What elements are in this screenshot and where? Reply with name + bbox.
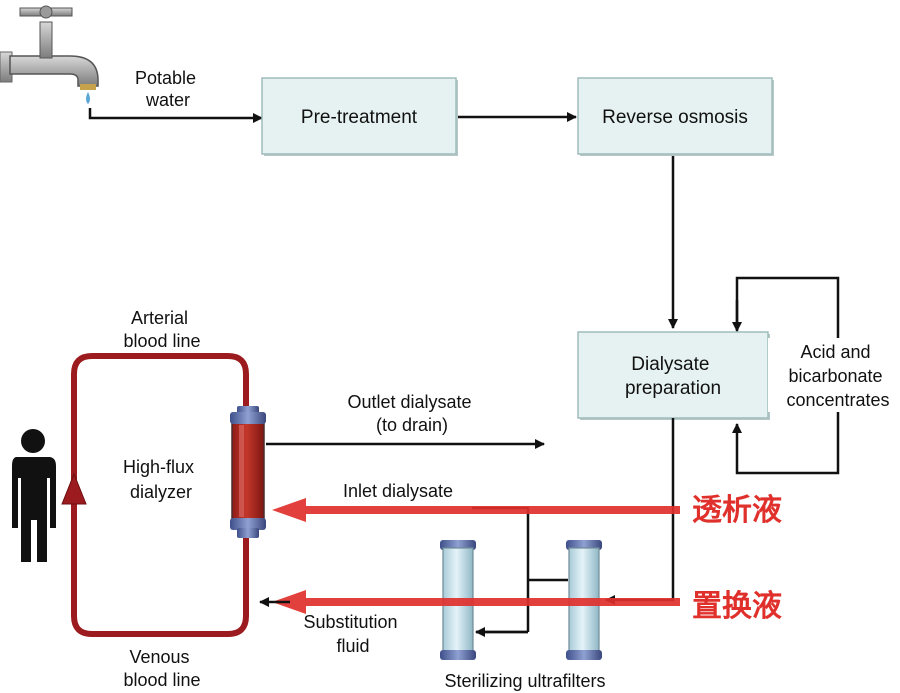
potable-water-label: Potable water [135,68,201,110]
reverse-osmosis-box: Reverse osmosis [577,77,774,156]
water-to-pretreatment-arrow [88,108,263,123]
dialysate-preparation-label: Dialysate preparation [625,354,721,399]
patient-icon [12,429,56,562]
sterilizing-ultrafilters-label: Sterilizing ultrafilters [444,671,605,691]
dialysate-preparation-box: Dialysate preparation [577,331,770,420]
substitution-fluid-label: Substitution fluid [303,612,402,656]
pretreatment-box: Pre-treatment [261,77,458,156]
water-drop-icon [86,92,90,104]
substitution-annotation-arrow [272,590,680,614]
dialysate-annotation-arrow [272,498,680,522]
substitution-annotation-label: 置换液 [692,589,782,624]
dialyzer-label: High-flux dialyzer [123,457,199,502]
inlet-dialysate-label: Inlet dialysate [343,481,453,501]
dialysate-annotation-label: 透析液 [692,493,782,528]
concentrates-label-bg [768,338,900,412]
reverse-osmosis-label: Reverse osmosis [602,107,748,128]
pretreatment-label: Pre-treatment [301,107,418,128]
blood-circuit [61,353,249,637]
faucet-icon [0,5,99,104]
concentrates-label: Acid and bicarbonate concentrates [786,342,889,410]
arterial-blood-line-label: Arterial blood line [123,308,200,351]
venous-blood-line-label: Venous blood line [123,647,200,690]
filter-connectors [472,506,568,634]
dialyzer-icon [230,406,266,538]
blood-flow-arrow-icon [61,472,87,505]
outlet-dialysate-label: Outlet dialysate (to drain) [347,392,476,435]
